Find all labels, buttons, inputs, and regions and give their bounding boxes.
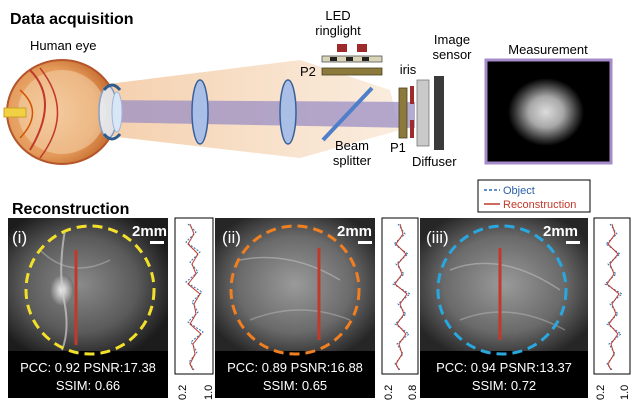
sensor-label-1: Image <box>434 32 470 47</box>
diffuser-label: Diffuser <box>412 154 457 169</box>
profile-ii: 0.2 0.8 <box>381 217 419 400</box>
p2-label: P2 <box>300 64 316 79</box>
diffuser <box>416 79 430 147</box>
sensor-label-2: sensor <box>432 47 472 62</box>
imaging-beam <box>95 100 415 128</box>
relay-lens-1 <box>191 79 209 145</box>
p1-label: P1 <box>390 140 406 155</box>
profile-i-axis-lo: 0.2 <box>177 385 189 400</box>
panel-i-metrics-1: PCC: 0.92 PSNR:17.38 <box>20 360 156 375</box>
panel-iii-ring <box>436 224 568 356</box>
profile-iii-axis-lo: 0.2 <box>595 385 607 400</box>
reconstruction-heading: Reconstruction <box>12 201 129 218</box>
profile-ii-axis-hi: 0.8 <box>407 385 419 400</box>
beam-splitter <box>321 86 374 142</box>
profile-i-axis-hi: 1.0 <box>203 385 215 400</box>
panel-ii-id: (ii) <box>222 228 241 247</box>
panel-iii-scale: 2mm <box>543 223 578 240</box>
image-sensor <box>434 76 444 150</box>
acquisition-heading: Data acquisition <box>10 11 134 28</box>
relay-lens-2 <box>279 79 297 145</box>
iris-bottom <box>410 120 414 138</box>
profile-ii-axis-lo: 0.2 <box>383 385 395 400</box>
beam-splitter-label-1: Beam <box>335 138 369 153</box>
panel-i-ring <box>24 224 156 356</box>
panel-i: (i) 2mm PCC: 0.92 PSNR:17.38 SSIM: 0.66 <box>8 218 168 398</box>
panel-iii-id: (iii) <box>426 228 449 247</box>
profile-ii-reconstruction <box>394 223 408 371</box>
profile-iii-frame <box>593 217 631 375</box>
profile-i: 0.2 1.0 <box>174 217 215 400</box>
eye-label: Human eye <box>30 38 96 53</box>
profile-ii-frame <box>381 217 419 375</box>
panel-i-metrics-2: SSIM: 0.66 <box>56 378 120 393</box>
panel-ii-image <box>215 218 375 351</box>
panel-iii-image <box>420 218 588 351</box>
legend-object-label: Object <box>503 185 535 197</box>
panel-iii-metrics-2: SSIM: 0.72 <box>472 378 536 393</box>
panel-iii-scale-bar <box>566 241 580 244</box>
panel-ii-ring <box>229 224 361 356</box>
led-ringlight <box>321 44 383 76</box>
legend-reconstruction-label: Reconstruction <box>503 199 576 211</box>
led-label-line1: LED <box>325 8 350 23</box>
panel-ii-metrics-1: PCC: 0.89 PSNR:16.88 <box>227 360 363 375</box>
profile-iii-reconstruction <box>606 223 620 371</box>
polarizer-p1 <box>398 87 408 139</box>
panel-i-scale-bar <box>150 241 164 244</box>
panel-iii: (iii) 2mm PCC: 0.94 PSNR:13.37 SSIM: 0.7… <box>420 218 588 398</box>
profile-iii-axis-hi: 1.0 <box>619 385 631 400</box>
panel-ii-scale-bar <box>358 241 372 244</box>
beam-splitter-label-2: splitter <box>333 153 372 168</box>
panel-ii-scale: 2mm <box>337 223 372 240</box>
measurement-label: Measurement <box>508 42 588 57</box>
panel-i-id: (i) <box>12 228 27 247</box>
eye-illustration <box>3 59 123 165</box>
profile-i-reconstruction <box>187 223 202 371</box>
iris-top <box>410 86 414 104</box>
legend: Object Reconstruction <box>477 179 591 213</box>
panel-ii-metrics-2: SSIM: 0.65 <box>263 378 327 393</box>
panel-ii: (ii) 2mm PCC: 0.89 PSNR:16.88 SSIM: 0.65 <box>215 218 375 398</box>
led-label-line2: ringlight <box>315 23 361 38</box>
panel-iii-metrics-1: PCC: 0.94 PSNR:13.37 <box>436 360 572 375</box>
measurement-spot <box>508 78 584 146</box>
panel-i-scale: 2mm <box>132 223 167 240</box>
profile-iii: 0.2 1.0 <box>593 217 631 400</box>
iris-label: iris <box>400 62 417 77</box>
